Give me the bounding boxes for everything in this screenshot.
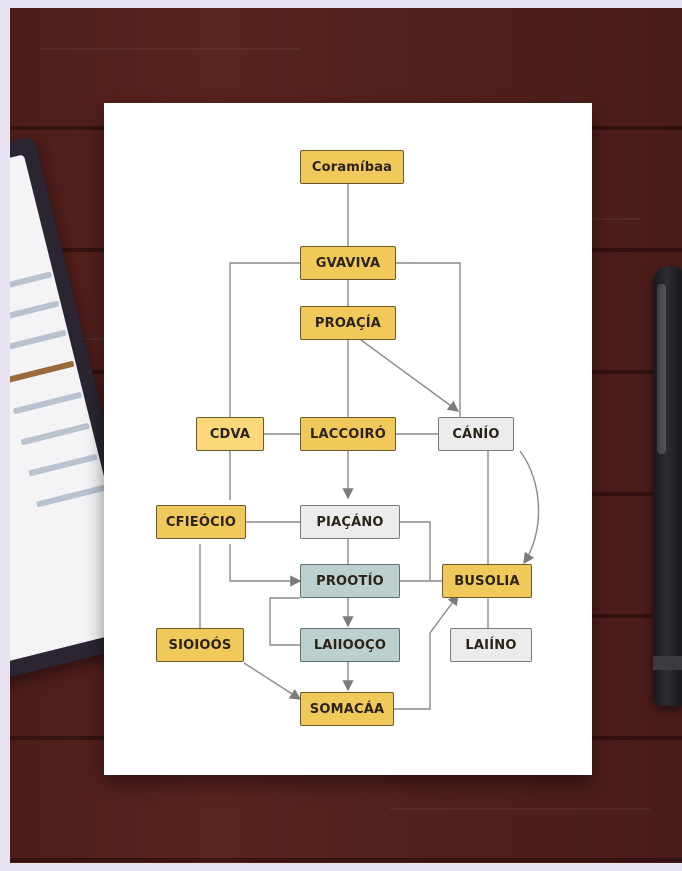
wood-grain	[40, 48, 300, 50]
node-coramibaa[interactable]: Coramíbaa	[300, 150, 404, 184]
node-busolia[interactable]: BUSOLIA	[442, 564, 532, 598]
connector-lines	[199, 167, 540, 710]
edge	[229, 262, 300, 417]
node-sioioos[interactable]: SIOIOÓS	[156, 628, 244, 662]
text-line	[20, 422, 90, 446]
node-laiiooco[interactable]: LAIIOOÇO	[300, 628, 400, 662]
node-gvaviva[interactable]: GVAVIVA	[300, 246, 396, 280]
edge	[243, 662, 302, 700]
node-cfieocio[interactable]: CFIEÓCIO	[156, 505, 246, 539]
node-piacano[interactable]: PIAÇÁNO	[300, 505, 400, 539]
edge	[400, 521, 431, 581]
text-line	[12, 391, 83, 415]
edge	[360, 339, 460, 412]
wood-grain	[390, 808, 650, 810]
node-laccoiro[interactable]: LACCOIRÓ	[300, 417, 396, 451]
edge	[396, 262, 461, 417]
edge	[394, 593, 459, 710]
text-line	[10, 329, 67, 353]
node-canio[interactable]: CÁNÍO	[438, 417, 514, 451]
node-prootio[interactable]: PROOTÍO	[300, 564, 400, 598]
wooden-desk: Coramíbaa GVAVIVA PROAÇÍA CDVA LACCOIRÓ …	[10, 8, 682, 863]
node-somacaa[interactable]: SOMACÁA	[300, 692, 394, 726]
edge	[229, 544, 302, 587]
node-laiino[interactable]: LAIÍNO	[450, 628, 532, 662]
highlight-line	[10, 360, 75, 384]
pen-clip	[657, 284, 666, 454]
pen	[653, 266, 682, 706]
text-line	[36, 484, 106, 508]
text-line	[10, 300, 60, 324]
flowchart-paper: Coramíbaa GVAVIVA PROAÇÍA CDVA LACCOIRÓ …	[104, 103, 592, 775]
text-line	[10, 271, 53, 295]
text-line	[28, 453, 98, 477]
edge	[519, 450, 540, 565]
node-cdva[interactable]: CDVA	[196, 417, 264, 451]
pen-band	[653, 656, 682, 670]
edge	[269, 597, 300, 646]
node-proacia[interactable]: PROAÇÍA	[300, 306, 396, 340]
